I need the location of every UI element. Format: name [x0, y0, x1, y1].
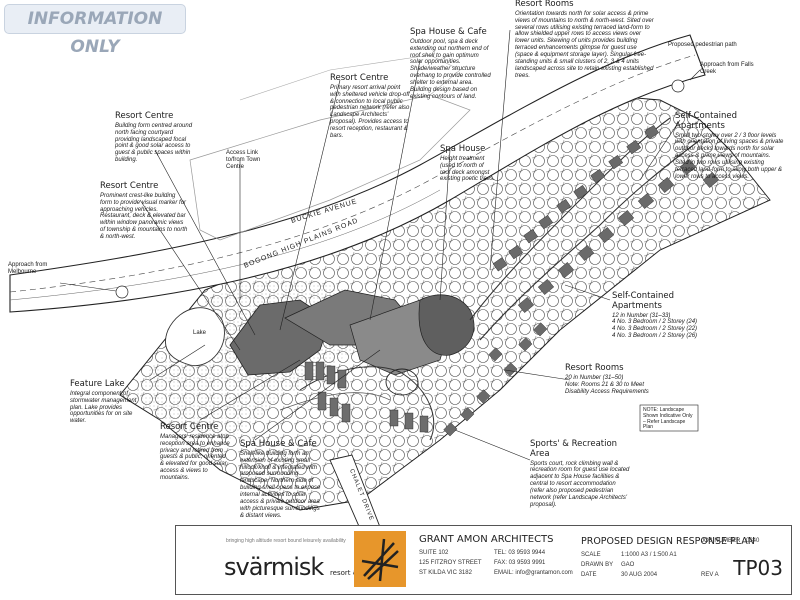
callout-self-contained-1: Self-Contained Apartments Small two-stor… [675, 111, 784, 180]
meta-label-drawn: DRAWN BY [581, 562, 614, 568]
meta-value-date: 30 AUG 2004 [621, 572, 658, 578]
approach-falls-label: Approach from Falls Creek [700, 62, 754, 75]
firm-contact-1: TEL: 03 9593 9944 [494, 550, 546, 556]
information-only-watermark: INFORMATION ONLY [4, 4, 186, 57]
callout-resort-rooms-1: Resort Rooms Orientation towards north f… [515, 0, 654, 79]
brand-tagline: bringing high altitude resort bound leis… [226, 538, 346, 544]
meta-label-scale: SCALE [581, 552, 601, 558]
roundabout [385, 368, 419, 396]
meta-value-drawn: GAO [621, 562, 635, 568]
proposed-path-label: Proposed pedestrian path [668, 42, 737, 48]
meta-label-date: DATE [581, 572, 597, 578]
callout-resort-rooms-2: Resort Rooms 20 in Number (31–50) Note: … [565, 363, 649, 395]
drawing-number: TP03 [733, 556, 783, 580]
callout-resort-centre-3: Resort Centre Primary resort arrival poi… [330, 73, 410, 139]
firm-name: GRANT AMON ARCHITECTS [419, 534, 554, 545]
callout-self-contained-2: Self-Contained Apartments 12 in Number (… [612, 291, 698, 340]
project-title: PROPOSED DESIGN RESPONSE PLAN [581, 536, 755, 547]
firm-address-2: 125 FITZROY STREET [419, 560, 482, 566]
lake-label: Lake [193, 330, 207, 336]
road-bogong-high-plains [9, 34, 706, 313]
landscape-note: NOTE: Landscape Shown Indicative Only – … [643, 407, 693, 431]
callout-spa-house-3: Spa House & Cafe Shell-like building for… [240, 439, 321, 519]
callout-sports-recreation: Sports' & Recreation Area Sports court, … [530, 439, 630, 508]
title-block: bringing high altitude resort bound leis… [175, 525, 792, 595]
approach-melbourne-label: Approach from Melbourne [8, 262, 48, 275]
callout-feature-lake: Feature Lake Integral component of storm… [70, 379, 137, 425]
firm-address-1: SUITE 102 [419, 550, 449, 556]
callout-spa-house-1: Spa House & Cafe Outdoor pool, spa & dec… [410, 27, 491, 100]
feature-lake [165, 307, 225, 367]
brand-logo-text: svärmisk resort & spa [224, 553, 373, 581]
job-number-label: JOB NUMBER [701, 538, 741, 544]
access-link-label: Access Link to/from Town Centre [226, 150, 261, 170]
callout-resort-centre-4: Resort Centre Managers' residence atop r… [160, 422, 230, 482]
callout-spa-house-2: Spa House Height treatment (used to nort… [440, 144, 495, 183]
spa-house-building [418, 294, 475, 356]
firm-address-3: ST KILDA VIC 3182 [419, 570, 472, 576]
callout-resort-centre-1: Resort Centre Building form centred arou… [115, 111, 193, 164]
firm-contact-3: EMAIL: info@grantamon.com [494, 570, 573, 576]
firm-contact-2: FAX: 03 9593 9991 [494, 560, 546, 566]
meta-value-scale: 1:1000 A3 / 1:500 A1 [621, 552, 677, 558]
architect-logo-icon [354, 531, 406, 587]
callout-resort-centre-2: Resort Centre Prominent crest-like build… [100, 181, 188, 241]
revision: REV A [701, 572, 719, 578]
job-number-value: 0340 [746, 538, 760, 544]
